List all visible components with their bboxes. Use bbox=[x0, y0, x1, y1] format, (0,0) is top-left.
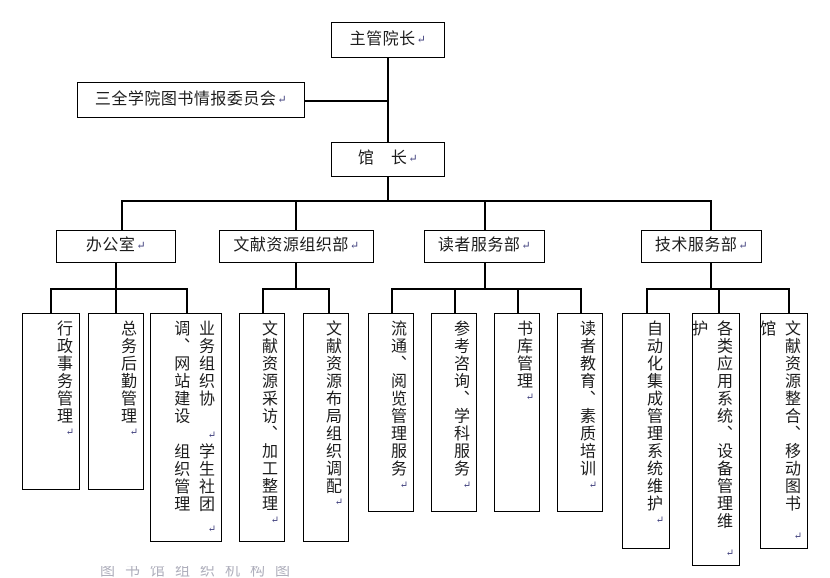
connector-resources-leaf-2 bbox=[328, 288, 330, 314]
pilcrow-mark: ↵ bbox=[408, 153, 419, 166]
pilcrow-mark: ↵ bbox=[334, 497, 343, 508]
pilcrow-mark: ↵ bbox=[416, 33, 427, 46]
unit-reader-education-label: 读者教育、素质培训 bbox=[577, 320, 594, 478]
pilcrow-mark: ↵ bbox=[655, 514, 664, 526]
unit-general-logistics-label: 总务后勤管理 bbox=[118, 320, 135, 425]
connector-drop-technical bbox=[710, 200, 712, 231]
connector-readers-leaf-4 bbox=[580, 288, 582, 314]
department-resources-label: 文献资源组织部 bbox=[233, 237, 349, 255]
connector-drop-readers bbox=[484, 200, 486, 231]
connector-office-bus bbox=[50, 288, 187, 290]
node-committee-label: 三全学院图书情报委员会 bbox=[94, 90, 277, 108]
department-technical-label: 技术服务部 bbox=[654, 237, 738, 255]
node-dean-label: 主管院长 bbox=[349, 30, 416, 48]
connector-readers-stem bbox=[484, 262, 486, 289]
pilcrow-mark: ↵ bbox=[129, 427, 138, 438]
department-technical[interactable]: 技术服务部↵ bbox=[641, 230, 762, 263]
pilcrow-mark: ↵ bbox=[588, 479, 597, 491]
node-committee[interactable]: 三全学院图书情报委员会↵ bbox=[77, 82, 305, 118]
pilcrow-mark: ↵ bbox=[462, 479, 471, 491]
pilcrow-mark: ↵ bbox=[65, 427, 74, 438]
unit-administrative-affairs[interactable]: 行政事务管理 ↵ bbox=[22, 313, 80, 490]
unit-circulation-reading-label: 流通、阅览管理服务 bbox=[388, 320, 405, 478]
department-resources[interactable]: 文献资源组织部↵ bbox=[219, 230, 374, 263]
unit-application-equipment-maintenance[interactable]: 各类应用系统、设备管理维护 ↵ bbox=[689, 313, 740, 566]
connector-readers-bus bbox=[391, 288, 580, 290]
unit-stacks-management-label: 书库管理 bbox=[514, 320, 531, 390]
clipped-footer-label: 图书馆组织机构图 bbox=[100, 566, 301, 578]
unit-acquisition-processing-label: 文献资源采访、加工整理 bbox=[259, 320, 276, 513]
unit-stacks-management[interactable]: 书库管理 ↵ bbox=[494, 313, 540, 512]
pilcrow-mark: ↵ bbox=[793, 530, 802, 542]
pilcrow-mark: ↵ bbox=[207, 429, 216, 441]
unit-collection-layout[interactable]: 文献资源布局组织调配 ↵ bbox=[303, 313, 349, 542]
pilcrow-mark: ↵ bbox=[738, 240, 749, 253]
unit-reference-subject-service[interactable]: 参考咨询、学科服务↵ bbox=[431, 313, 477, 512]
unit-automation-system-maintenance-label: 自动化集成管理系统维护 bbox=[644, 320, 661, 513]
pilcrow-mark: ↵ bbox=[270, 514, 279, 526]
connector-readers-leaf-2 bbox=[454, 288, 456, 314]
unit-general-logistics[interactable]: 总务后勤管理 ↵ bbox=[88, 313, 144, 490]
unit-collection-layout-label: 文献资源布局组织调配 bbox=[323, 320, 340, 495]
pilcrow-mark: ↵ bbox=[525, 392, 534, 403]
connector-technical-leaf-3 bbox=[788, 288, 790, 314]
connector-resources-bus bbox=[262, 288, 329, 290]
connector-office-leaf-1 bbox=[50, 288, 52, 314]
node-dean[interactable]: 主管院长↵ bbox=[331, 22, 445, 58]
node-director-label: 馆 长 bbox=[357, 150, 408, 168]
connector-office-leaf-2 bbox=[115, 288, 117, 314]
connector-office-stem bbox=[115, 262, 117, 289]
pilcrow-mark: ↵ bbox=[277, 93, 288, 106]
pilcrow-mark: ↵ bbox=[207, 523, 216, 535]
unit-circulation-reading[interactable]: 流通、阅览管理服务↵ bbox=[368, 313, 414, 512]
connector-resources-leaf-1 bbox=[262, 288, 264, 314]
connector-readers-leaf-1 bbox=[391, 288, 393, 314]
unit-reader-education[interactable]: 读者教育、素质培训↵ bbox=[557, 313, 603, 512]
unit-reference-subject-service-label: 参考咨询、学科服务 bbox=[451, 320, 468, 478]
connector-department-bus bbox=[121, 200, 711, 202]
department-readers-label: 读者服务部 bbox=[437, 237, 521, 255]
unit-administrative-affairs-label: 行政事务管理 bbox=[54, 320, 71, 425]
department-office-label: 办公室 bbox=[85, 237, 136, 255]
unit-business-coordination-website[interactable]: 业务组织协调、网站建设 ↵ 学生社团组织管理 ↵ bbox=[150, 313, 222, 542]
connector-resources-stem bbox=[295, 262, 297, 289]
unit-automation-system-maintenance[interactable]: 自动化集成管理系统维护↵ bbox=[622, 313, 670, 549]
connector-technical-leaf-2 bbox=[718, 288, 720, 314]
connector-director-to-bus bbox=[387, 176, 389, 201]
pilcrow-mark: ↵ bbox=[521, 240, 532, 253]
department-readers[interactable]: 读者服务部↵ bbox=[424, 230, 545, 263]
node-director[interactable]: 馆 长↵ bbox=[331, 142, 445, 177]
connector-technical-leaf-1 bbox=[646, 288, 648, 314]
connector-drop-resources bbox=[295, 200, 297, 231]
unit-acquisition-processing[interactable]: 文献资源采访、加工整理↵ bbox=[239, 313, 285, 542]
connector-office-leaf-3 bbox=[186, 288, 188, 314]
connector-readers-leaf-3 bbox=[517, 288, 519, 314]
pilcrow-mark: ↵ bbox=[349, 240, 360, 253]
pilcrow-mark: ↵ bbox=[725, 547, 734, 559]
unit-business-coordination-website-label: 业务组织协调、网站建设 bbox=[171, 320, 213, 425]
connector-technical-bus bbox=[646, 288, 788, 290]
connector-technical-stem bbox=[710, 262, 712, 289]
connector-drop-office bbox=[121, 200, 123, 231]
clipped-footer-text: 图书馆组织机构图 bbox=[0, 566, 830, 578]
unit-resource-integration-mobile-library[interactable]: 文献资源整合、移动图书馆 ↵ bbox=[757, 313, 808, 549]
department-office[interactable]: 办公室↵ bbox=[56, 230, 176, 263]
unit-application-equipment-maintenance-label: 各类应用系统、设备管理维护 bbox=[689, 320, 731, 530]
pilcrow-mark: ↵ bbox=[136, 240, 147, 253]
connector-committee-to-trunk bbox=[305, 100, 388, 102]
pilcrow-mark: ↵ bbox=[399, 479, 408, 491]
unit-student-association-label: 学生社团组织管理 bbox=[171, 443, 213, 514]
unit-resource-integration-mobile-library-label: 文献资源整合、移动图书馆 bbox=[757, 320, 799, 513]
